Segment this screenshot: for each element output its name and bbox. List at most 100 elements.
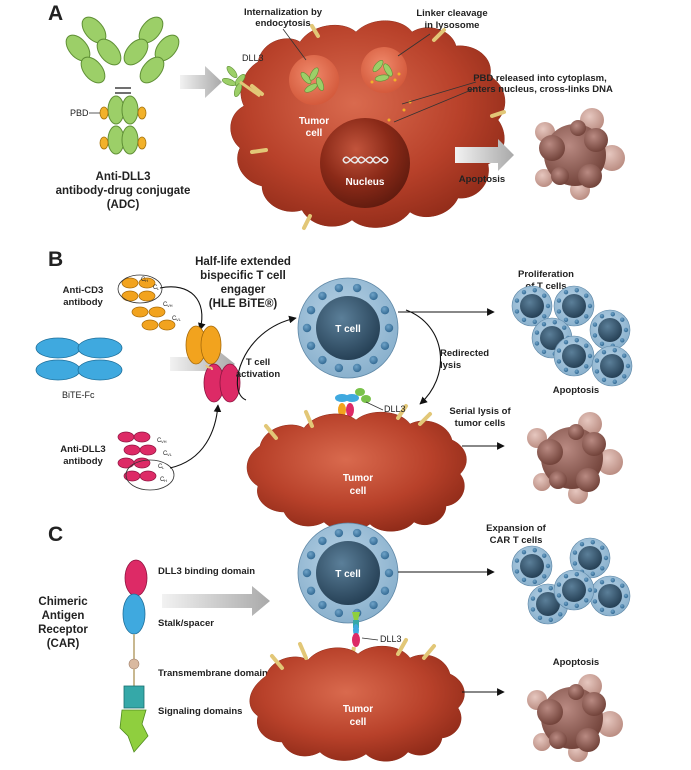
receptor-dot xyxy=(334,608,344,618)
dll3-receptors-c xyxy=(270,638,436,670)
dll3-antibody-line2: antibody xyxy=(63,456,103,467)
receptor-dot xyxy=(369,355,378,365)
receptor-dot xyxy=(352,528,362,538)
cd3-antibody-line1: Anti-CD3 xyxy=(63,285,104,296)
dll3-fab-outline xyxy=(125,459,175,491)
receptor-dot xyxy=(318,600,327,610)
dll3-receptors-b xyxy=(264,404,432,440)
dll3-domain-labels: C VH C VL C L C H xyxy=(157,438,173,483)
car-t-cell xyxy=(297,522,399,624)
receptor-dot xyxy=(334,283,344,293)
apoptosis-label-b: Apoptosis xyxy=(553,385,599,396)
vl-sub-cd3: VL xyxy=(176,317,182,322)
lysosome-1 xyxy=(289,55,339,105)
receptor-dot xyxy=(306,551,316,560)
pbd-label: PBD xyxy=(70,108,89,118)
car-transmembrane xyxy=(128,658,140,670)
pbd-release-line2: enters nucleus, cross-links DNA xyxy=(467,84,613,95)
car-binding-domain xyxy=(124,559,148,597)
tumor-label-a-line2: cell xyxy=(306,128,323,139)
receptor-dot xyxy=(380,341,390,350)
pbd-release-line1: PBD released into cytoplasm, xyxy=(473,73,607,84)
receptor-dot xyxy=(380,586,390,595)
car-stalk xyxy=(122,593,146,635)
apoptosis-label-a: Apoptosis xyxy=(459,174,505,185)
tumor-cell-b xyxy=(246,411,467,532)
receptor-dot xyxy=(334,528,344,538)
apoptotic-cell-b xyxy=(527,412,623,504)
tumor-label-a-line1: Tumor xyxy=(299,116,329,127)
adc-title-line1: Anti-DLL3 xyxy=(96,171,151,183)
panel-a-letter: A xyxy=(48,2,63,25)
tcell-activation-arrow xyxy=(236,315,297,401)
proliferating-tcells xyxy=(511,285,633,387)
adc-title-line3: (ADC) xyxy=(107,199,140,211)
lysosome-2 xyxy=(361,47,407,93)
car-signaling-2 xyxy=(119,709,149,753)
tcell-activation-line2: activation xyxy=(236,369,281,380)
dll3-label-c: DLL3 xyxy=(380,634,402,644)
small-t-cell xyxy=(553,335,595,377)
internalization-pointer xyxy=(282,28,307,61)
linker-pointer xyxy=(397,33,431,57)
receptor-dot xyxy=(384,323,394,333)
process-arrow-c xyxy=(162,586,270,616)
receptor-dot xyxy=(306,586,316,595)
vh-sub-dll3: VH xyxy=(161,439,167,444)
receptor-dot xyxy=(369,600,378,610)
small-t-cell xyxy=(589,575,631,617)
signaling-label: Signaling domains xyxy=(158,706,242,717)
internalized-adc-1 xyxy=(300,67,324,93)
vh-sub-cd3: VH xyxy=(167,303,173,308)
tcell-label-b: T cell xyxy=(335,324,361,335)
receptor-dot xyxy=(302,568,312,578)
expansion-line2: CAR T cells xyxy=(490,535,543,546)
small-t-cell xyxy=(553,285,595,327)
redirected-lysis-arrow xyxy=(405,309,442,405)
small-t-cell xyxy=(569,537,611,579)
expansion-line1: Expansion of xyxy=(486,523,546,534)
linker-line1: Linker cleavage xyxy=(416,8,487,19)
receptor-dot xyxy=(318,536,327,546)
receptor-dot xyxy=(380,551,390,560)
apoptotic-cell-c xyxy=(527,674,623,762)
t-cell-b xyxy=(297,277,399,379)
cl-label-cd3: C xyxy=(153,285,158,291)
serial-lysis-line2: tumor cells xyxy=(455,418,506,429)
receptor-dot xyxy=(318,291,327,301)
tumor-label-c-line1: Tumor xyxy=(343,704,373,715)
vl-sub-dll3: VL xyxy=(167,452,173,457)
bound-adc xyxy=(222,66,246,97)
tcell-c-receptor-dots xyxy=(302,528,394,618)
ch-sub-dll3: H xyxy=(164,478,167,483)
internalization-line2: endocytosis xyxy=(255,18,310,29)
receptor-dot xyxy=(302,323,312,333)
hle-line4: (HLE BiTE®) xyxy=(209,298,278,310)
tumor-cell-c xyxy=(249,646,465,762)
hle-line2: bispecific T cell xyxy=(200,270,286,282)
tcell-b-receptor-dots xyxy=(302,283,394,373)
stalk-label: Stalk/spacer xyxy=(158,618,214,629)
vh-label-cd3: C xyxy=(163,302,168,308)
receptor-dot xyxy=(306,306,316,315)
receptor-dot xyxy=(334,363,344,373)
receptor-dot xyxy=(352,363,362,373)
pbd-release-pointer-1 xyxy=(401,81,477,105)
cd3-assembly-arrow xyxy=(159,286,206,331)
panel-c-letter: C xyxy=(48,523,63,546)
adc-antibody xyxy=(65,16,180,155)
tcell-label-c: T cell xyxy=(335,569,361,580)
receptor-dot xyxy=(369,536,378,546)
cl-sub-dll3: L xyxy=(162,465,165,470)
anti-cd3-antibody xyxy=(121,277,176,331)
cd3-domain-labels: C H C L C VH C VL xyxy=(141,277,182,322)
pbd-release-pointer-2 xyxy=(393,87,477,123)
receptor-dot xyxy=(306,341,316,350)
small-t-cell xyxy=(511,545,553,587)
receptor-dot xyxy=(369,291,378,301)
hle-line1: Half-life extended xyxy=(195,256,291,268)
receptor-dot xyxy=(384,568,394,578)
proliferation-line2: of T cells xyxy=(525,281,566,292)
apoptotic-cell-a xyxy=(535,108,625,200)
